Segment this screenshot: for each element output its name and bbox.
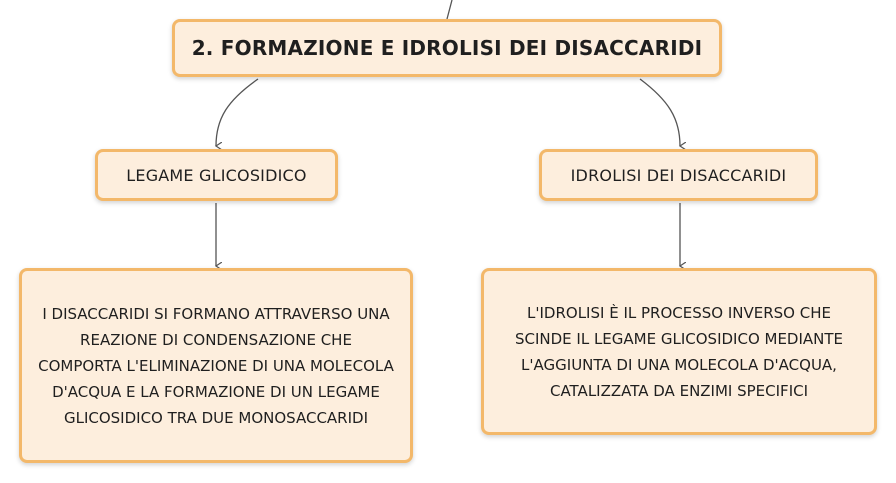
description-node-legame-glicosidico[interactable]: I DISACCARIDI SI FORMANO ATTRAVERSO UNA … — [19, 268, 413, 463]
branch-node-legame-glicosidico[interactable]: LEGAME GLICOSIDICO — [95, 149, 338, 201]
description-text: I DISACCARIDI SI FORMANO ATTRAVERSO UNA … — [38, 304, 394, 427]
branch-node-idrolisi[interactable]: IDROLISI DEI DISACCARIDI — [539, 149, 818, 201]
branch-label: LEGAME GLICOSIDICO — [126, 165, 307, 185]
connector-title-to-right-branch — [639, 78, 680, 146]
connector-title-to-left-branch — [216, 78, 259, 146]
diagram-title: 2. FORMAZIONE E IDROLISI DEI DISACCARIDI — [191, 36, 703, 60]
description-node-idrolisi[interactable]: L'IDROLISI È IL PROCESSO INVERSO CHE SCI… — [481, 268, 877, 435]
branch-label: IDROLISI DEI DISACCARIDI — [570, 165, 787, 185]
diagram-title-node[interactable]: 2. FORMAZIONE E IDROLISI DEI DISACCARIDI — [172, 19, 722, 77]
description-text: L'IDROLISI È IL PROCESSO INVERSO CHE SCI… — [514, 303, 844, 400]
connector-parent-to-title — [446, 0, 453, 20]
